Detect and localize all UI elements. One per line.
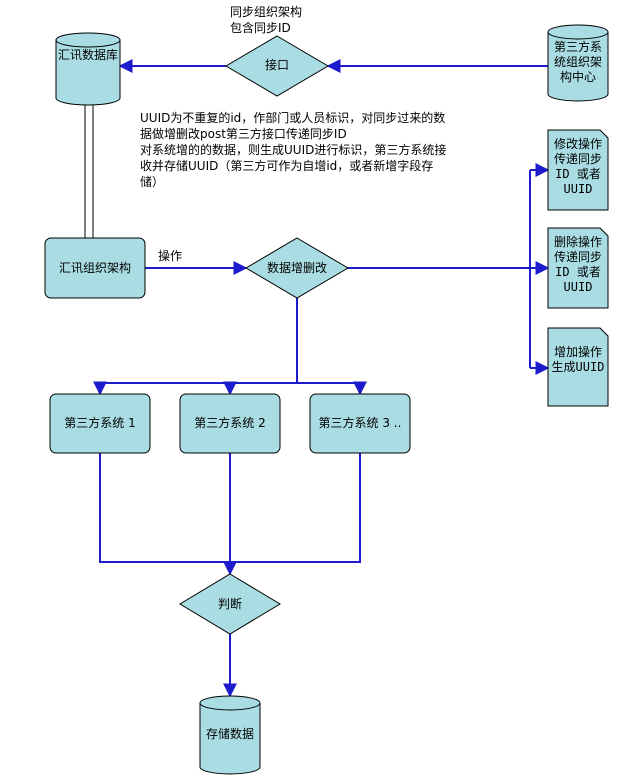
doc-modify-shape	[547, 129, 609, 211]
interface-label: 接口	[264, 58, 289, 72]
note-line3: 对系统增的的数据，则生成UUID进行标识，第三方系统接	[140, 143, 447, 157]
doc-delete-line4: UUID	[563, 280, 593, 294]
header-line2: 包含同步ID	[230, 21, 291, 35]
org-structure-label: 汇讯组织架构	[58, 261, 131, 275]
system2-box	[179, 393, 281, 454]
doc-add-line1: 增加操作	[553, 345, 602, 359]
system3-label: 第三方系统 3 ..	[318, 416, 402, 430]
system1-box	[49, 393, 151, 454]
doc-delete-shape	[547, 227, 609, 309]
system3-box	[309, 393, 411, 454]
note-line2: 据做增删改post第三方接口传递同步ID	[140, 127, 347, 141]
doc-modify-line3: ID 或者	[555, 167, 601, 181]
doc-delete-text: 删除操作 传递同步 ID 或者 UUID	[549, 235, 607, 295]
doc-add-text: 增加操作 生成UUID	[549, 345, 607, 375]
doc-modify-line4: UUID	[563, 182, 593, 196]
org-structure-box	[44, 237, 146, 299]
doc-modify-text: 修改操作 传递同步 ID 或者 UUID	[549, 137, 607, 197]
store-cylinder	[199, 695, 261, 775]
doc-add-shape	[547, 327, 609, 407]
system1-label: 第三方系统 1	[64, 416, 136, 430]
note-line1: UUID为不重复的id，作部门或人员标识，对同步过来的数	[140, 111, 446, 125]
uuid-note: UUID为不重复的id，作部门或人员标识，对同步过来的数 据做增删改post第三…	[140, 110, 480, 190]
note-line5: 储）	[140, 175, 165, 189]
doc-add-line2: 生成UUID	[551, 360, 605, 374]
db-source-label: 汇讯数据库	[58, 48, 119, 62]
data-crud-diamond	[245, 237, 349, 299]
judge-label: 判断	[217, 597, 242, 611]
doc-delete-line1: 删除操作	[553, 235, 602, 249]
doc-modify-line2: 传递同步	[553, 152, 602, 166]
doc-delete-line3: ID 或者	[555, 265, 601, 279]
data-crud-label: 数据增删改	[266, 261, 327, 275]
header-line1: 同步组织架构	[230, 5, 303, 19]
db-source-cylinder	[55, 32, 121, 106]
third-party-org-label: 第三方系统组织架构中心	[553, 40, 602, 84]
doc-modify-line1: 修改操作	[553, 137, 602, 151]
edge-label-operate: 操作	[158, 249, 183, 263]
store-label: 存储数据	[205, 727, 254, 741]
interface-diamond	[225, 35, 329, 97]
third-party-org-cylinder	[547, 24, 609, 102]
system2-label: 第三方系统 2	[194, 416, 266, 430]
doc-delete-line2: 传递同步	[553, 250, 602, 264]
judge-diamond	[179, 573, 281, 635]
note-line4: 收并存储UUID（第三方可作为自增id，或者新增字段存	[140, 159, 434, 173]
